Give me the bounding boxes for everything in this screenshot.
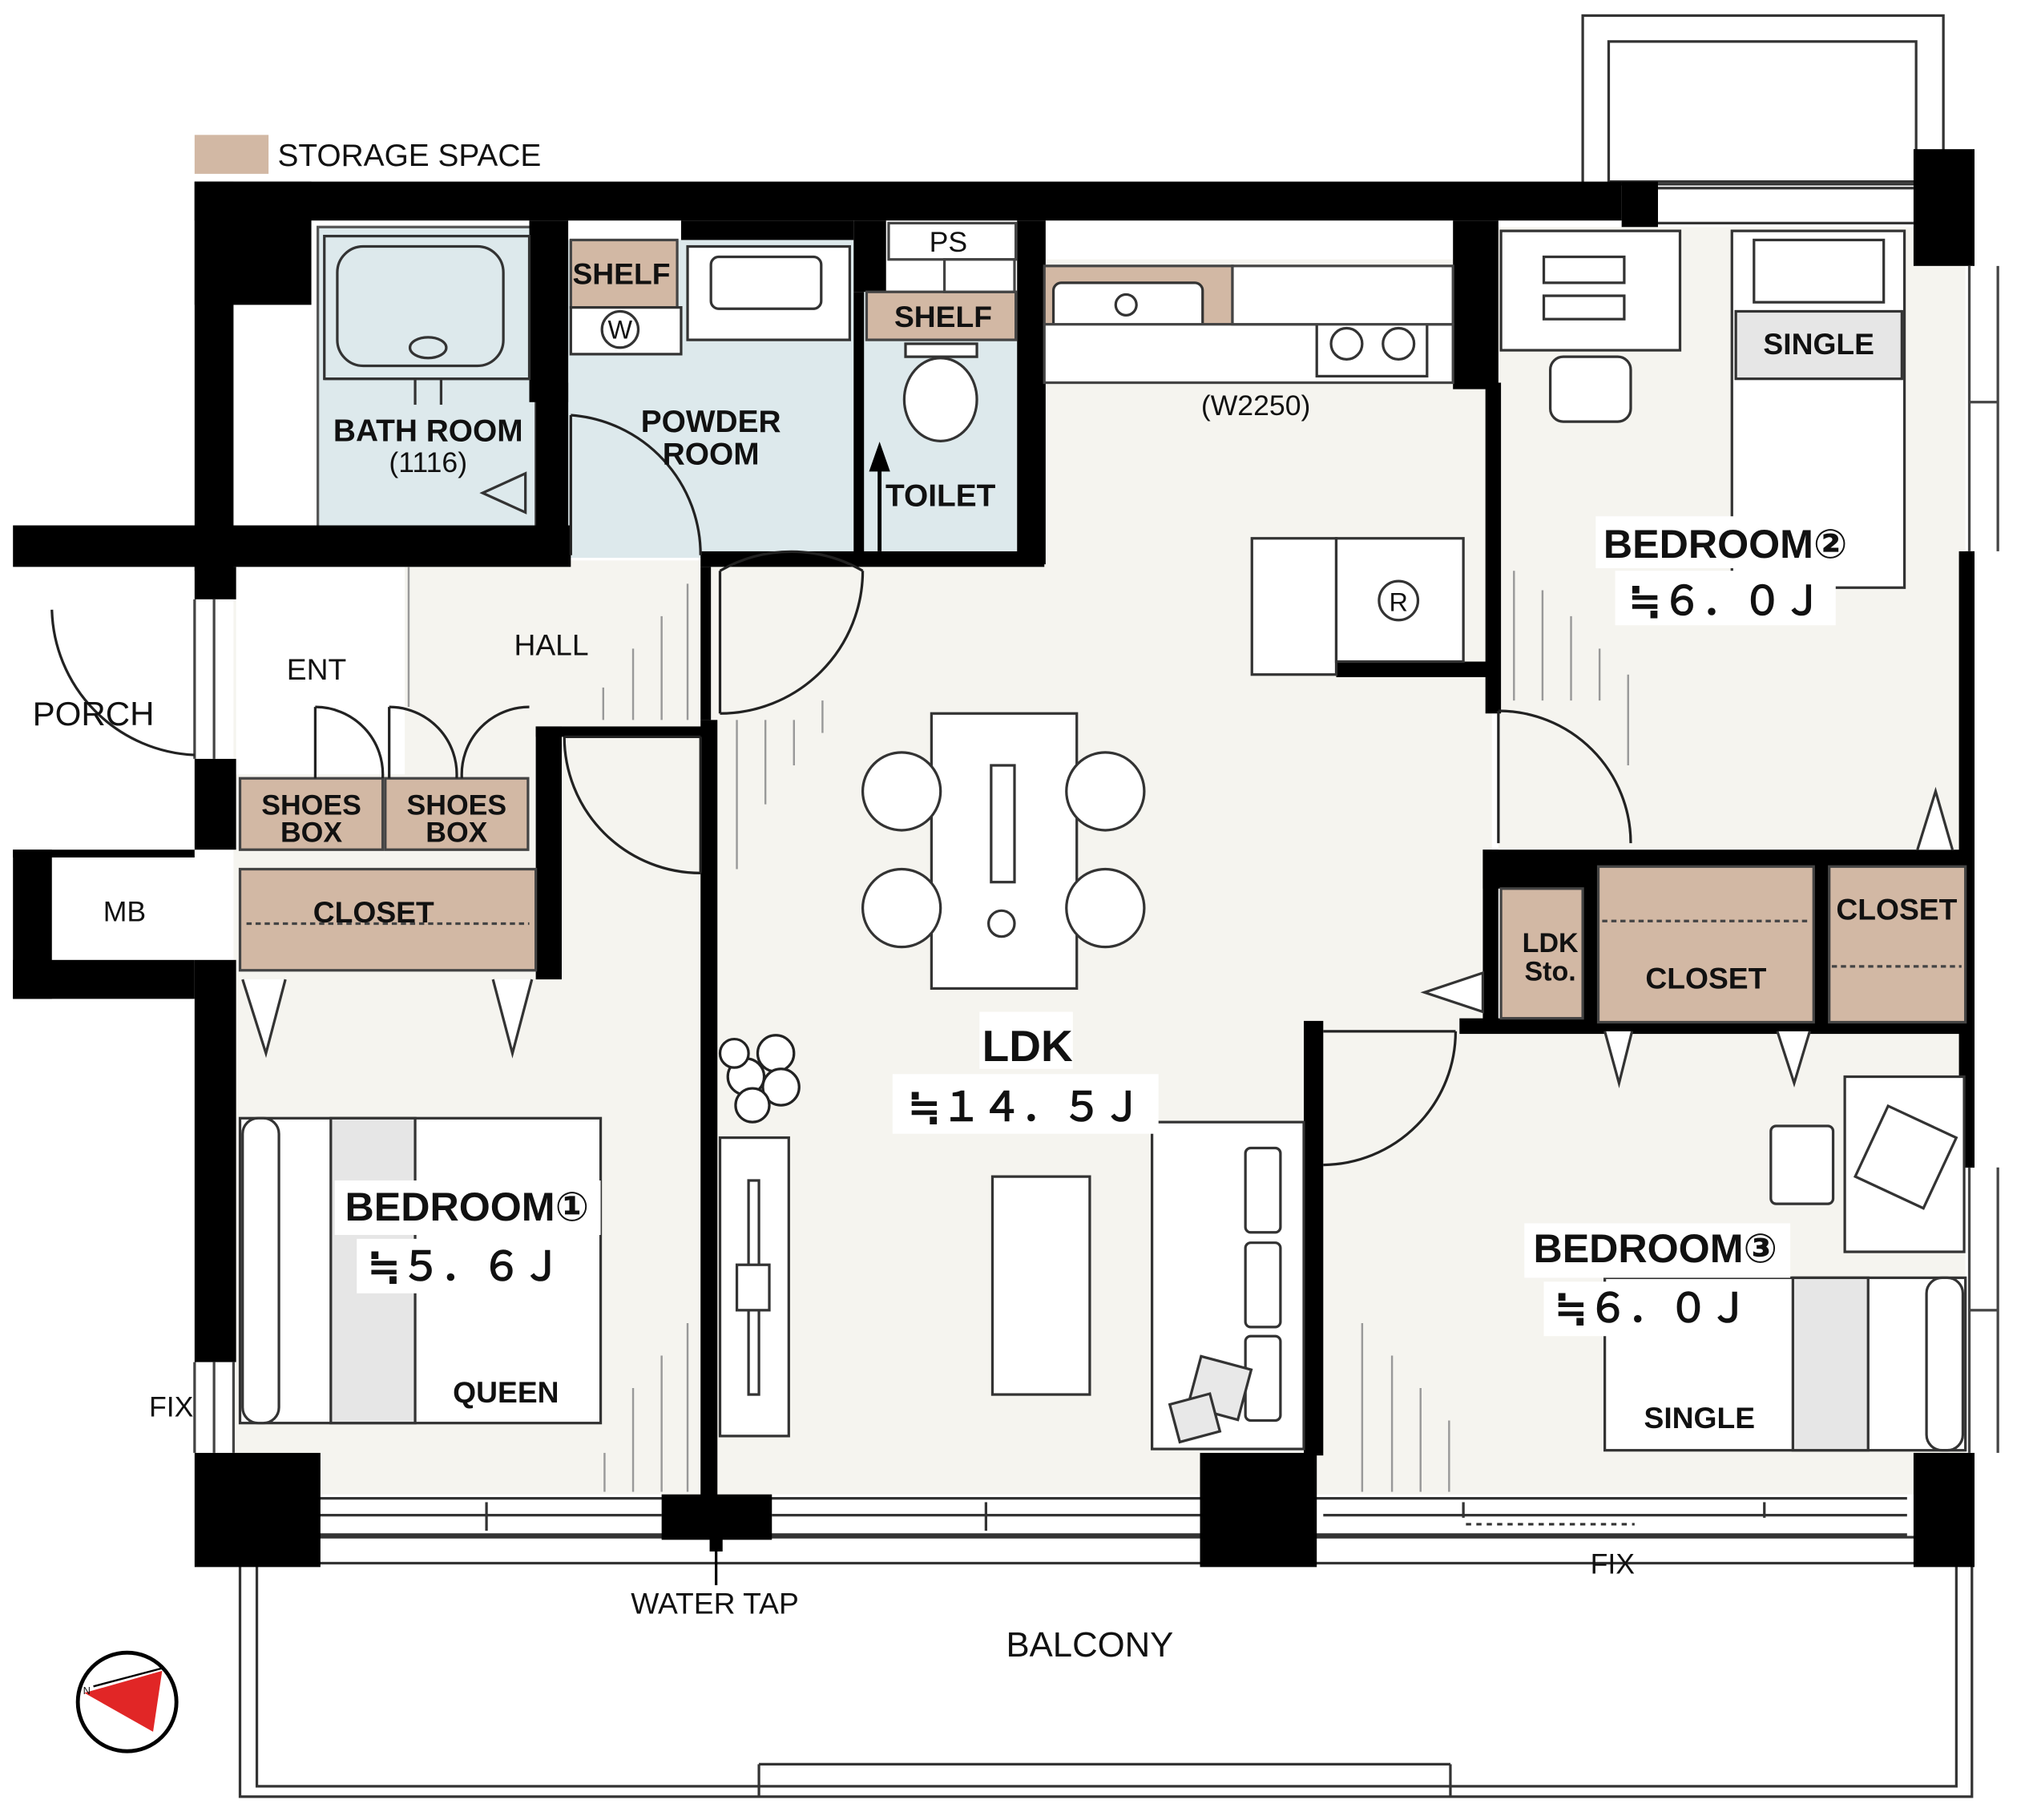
ps-label: PS: [930, 226, 968, 258]
single-bed-icon-bed3: [1603, 1276, 1967, 1452]
refrigerator-symbol: R: [1390, 587, 1408, 616]
tv-board-icon: [718, 1136, 790, 1438]
bedroom1-label: BEDROOM①: [345, 1184, 590, 1229]
bedroom3-bed-label: SINGLE: [1644, 1401, 1756, 1435]
porch-label: PORCH: [33, 695, 155, 732]
bedroom2-bed-label: SINGLE: [1763, 327, 1874, 361]
bedroom3-label: BEDROOM③: [1533, 1226, 1777, 1271]
vanity-icon: [686, 244, 852, 341]
closet-door-marks: [241, 786, 1954, 1088]
legend-swatch: [194, 135, 269, 174]
closet-mid: [1596, 865, 1815, 1024]
coffee-table-icon: [990, 1175, 1091, 1396]
shoes-box-1-label-2: BOX: [280, 817, 342, 849]
shelf-powder-label: SHELF: [572, 256, 670, 290]
windows: [193, 265, 1999, 1453]
closet-bed1: [238, 867, 538, 972]
powder-room-label-2: ROOM: [663, 437, 760, 471]
dining-chair-icon: [861, 751, 1146, 949]
shoes-box-1-label-1: SHOES: [261, 789, 361, 821]
toilet-label: TOILET: [885, 478, 996, 513]
bedroom1-area: ≒５．６Ｊ: [367, 1245, 562, 1289]
water-tap-icon: [709, 1538, 723, 1586]
ldk-label: LDK: [982, 1021, 1073, 1071]
water-tap-label: WATER TAP: [631, 1587, 799, 1620]
fix-right-label: FIX: [1591, 1548, 1635, 1580]
shoes-box-2-label-1: SHOES: [407, 789, 507, 821]
shoes-box-1: [238, 777, 385, 851]
toilet-door-arrow-icon: [869, 442, 890, 551]
upper-balcony: [1581, 14, 1945, 225]
dining-table-icon: [930, 712, 1079, 991]
bedroom2-area: ≒６．０Ｊ: [1628, 579, 1823, 623]
closet-bed1-label: CLOSET: [313, 895, 434, 929]
ldk-storage: [1499, 887, 1584, 1020]
hall-label: HALL: [514, 628, 588, 661]
bedroom1-bed-label: QUEEN: [453, 1375, 559, 1409]
sofa-icon: [1150, 1120, 1305, 1451]
closet-right: [1828, 865, 1967, 1024]
closet-right-label: CLOSET: [1836, 893, 1957, 926]
bedroom3-area: ≒６．０Ｊ: [1555, 1285, 1749, 1330]
bath-room-size: (1116): [389, 446, 467, 478]
powder-room-label-1: POWDER: [641, 405, 781, 439]
bedroom2-label: BEDROOM②: [1603, 522, 1848, 567]
shelf-toilet: [865, 290, 1018, 341]
floor-hatching: [407, 567, 1629, 1492]
compass-icon: [75, 1650, 179, 1753]
refrigerator-icon: [1250, 537, 1465, 676]
bath-room-label: BATH ROOM: [333, 414, 523, 448]
closet-mid-label: CLOSET: [1645, 961, 1766, 995]
compass-north-label: N: [83, 1685, 91, 1697]
fix-left-label: FIX: [149, 1391, 193, 1423]
desk-icon: [1499, 229, 1682, 423]
washer-symbol: W: [608, 315, 633, 344]
shelf-toilet-label: SHELF: [894, 300, 992, 333]
plant-icon: [718, 1034, 801, 1124]
shelf-powder: [569, 238, 679, 309]
ldk-sto-label-1: LDK: [1523, 928, 1579, 958]
shoes-box-2-label-2: BOX: [426, 817, 487, 849]
kitchen-width-note: (W2250): [1201, 389, 1311, 422]
ent-label: ENT: [287, 652, 346, 686]
ldk-sto-label-2: Sto.: [1525, 957, 1576, 987]
washer-icon: [569, 306, 683, 356]
ps-box: [887, 221, 1018, 261]
bathtub-icon: [323, 234, 531, 515]
closet-rails: [246, 919, 1962, 968]
balcony-label: BALCONY: [1006, 1625, 1173, 1665]
balcony: [238, 1496, 1974, 1798]
ldk-area: ≒１４．５Ｊ: [907, 1085, 1142, 1130]
mb-label: MB: [103, 895, 146, 927]
toilet-icon: [902, 342, 978, 442]
legend-label: STORAGE SPACE: [277, 139, 541, 173]
desk-icon-bed3: [1769, 1075, 1966, 1253]
door-swings: [50, 414, 1632, 1167]
